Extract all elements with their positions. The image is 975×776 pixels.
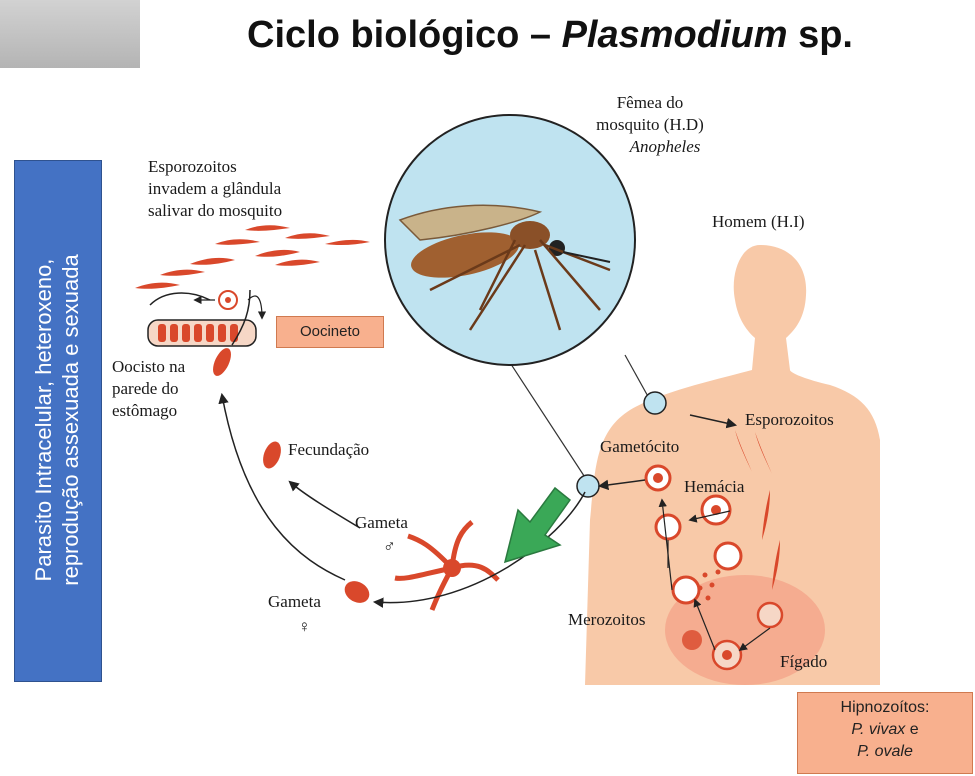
label-oocisto-2: parede do	[112, 379, 179, 398]
side-info-text: Parasito Intracelular, heteroxeno, repro…	[31, 254, 83, 586]
liver-shape	[665, 575, 825, 685]
label-fecundacao: Fecundação	[288, 440, 369, 459]
female-gamete-icon	[344, 581, 370, 603]
label-figado: Fígado	[780, 652, 827, 671]
corner-tab	[0, 0, 140, 68]
zygote-icon	[263, 441, 281, 469]
label-esporozoitos-gland-2: invadem a glândula	[148, 179, 282, 198]
label-homem: Homem (H.I)	[712, 212, 805, 231]
mosquito-icon	[398, 204, 611, 331]
human-parasites	[597, 414, 784, 671]
mosquito-lens	[384, 114, 667, 498]
label-mosquito-3: Anopheles	[629, 137, 701, 156]
label-merozoitos: Merozoitos	[568, 610, 645, 629]
label-hemacia: Hemácia	[684, 477, 745, 496]
page-title: Ciclo biológico – Plasmodium sp.	[247, 14, 853, 56]
label-oocisto-1: Oocisto na	[112, 357, 186, 376]
label-mosquito-1: Fêmea do	[617, 93, 684, 112]
label-gameta-male: Gameta	[355, 513, 408, 532]
life-cycle-diagram: Fêmea do mosquito (H.D) Anopheles Homem …	[112, 93, 880, 685]
sporozoite-stream	[135, 225, 370, 289]
oocineto-box: Oocineto	[276, 316, 384, 348]
mosquito-stomach	[147, 290, 257, 347]
label-esporozoitos: Esporozoitos	[745, 410, 834, 429]
label-oocisto-3: estômago	[112, 401, 177, 420]
species-ovale: P. ovale	[857, 743, 913, 760]
label-gametocito: Gametócito	[600, 437, 679, 456]
side-info-box	[14, 160, 102, 682]
human-body	[585, 245, 880, 685]
label-mosquito-2: mosquito (H.D)	[596, 115, 704, 134]
oocyst-icon	[213, 348, 231, 376]
hipnozoitos-box: Hipnozoítos: P. vivax e P. ovale	[797, 692, 973, 774]
species-vivax: P. vivax	[851, 721, 906, 738]
label-esporozoitos-gland-1: Esporozoitos	[148, 157, 237, 176]
male-gamete-icon	[394, 520, 500, 611]
male-symbol: ♂	[383, 537, 396, 556]
female-symbol: ♀	[298, 617, 311, 636]
label-esporozoitos-gland-3: salivar do mosquito	[148, 201, 282, 220]
hipnozoitos-title: Hipnozoítos:	[840, 699, 930, 716]
green-arrow-icon	[503, 486, 572, 564]
label-gameta-female: Gameta	[268, 592, 321, 611]
